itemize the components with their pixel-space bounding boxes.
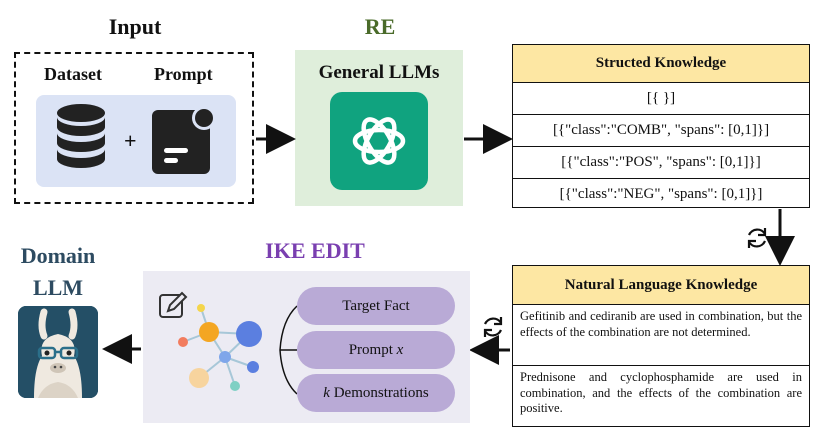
dataset-label: Dataset — [44, 64, 102, 84]
structured-row: [{"class":"COMB", "spans": [0,1]}] — [513, 114, 809, 146]
refresh-icon — [483, 317, 503, 337]
knowledge-paragraph: Gefitinib and cediranib are used in comb… — [520, 309, 802, 339]
natural-language-knowledge-table: Natural Language Knowledge Gefitinib and… — [512, 265, 810, 427]
database-icon — [57, 104, 105, 168]
prompt-label: Prompt — [154, 64, 213, 84]
edit-icon — [159, 291, 188, 318]
input-title: Input — [108, 14, 162, 39]
refresh-icon — [747, 228, 767, 248]
prompt-x-var: x — [396, 341, 404, 358]
structured-row: [{ }] — [646, 90, 676, 106]
structured-knowledge-table: Structed Knowledge [{ }] [{"class":"COMB… — [512, 44, 810, 208]
prompt-x-label: Prompt — [348, 341, 393, 358]
structured-knowledge-title: Structed Knowledge — [513, 45, 809, 83]
llm-line: LLM — [32, 275, 84, 300]
knowledge-graph-icon — [178, 304, 262, 391]
k-var: k — [323, 384, 330, 401]
prompt-x-pill: Prompt x — [297, 331, 455, 369]
re-title: RE — [364, 14, 396, 39]
k-demonstrations-pill: k Demonstrations — [297, 374, 455, 412]
domain-line: Domain — [20, 243, 96, 268]
plus-sign: + — [124, 128, 137, 153]
knowledge-paragraph: Prednisone and cyclophosphamide are used… — [513, 365, 809, 426]
demonstrations-label: Demonstrations — [333, 384, 429, 401]
structured-row: [{"class":"POS", "spans": [0,1]}] — [513, 146, 809, 178]
input-box — [14, 52, 254, 204]
domain-llm-title: Domain LLM — [8, 240, 108, 304]
llama-avatar-icon — [18, 306, 98, 398]
bracket-connector — [279, 305, 298, 395]
general-llms-label: General LLMs — [318, 62, 440, 83]
openai-logo-icon — [330, 92, 428, 190]
ike-edit-title: IKE EDIT — [265, 238, 365, 263]
prompt-doc-icon — [152, 106, 216, 174]
natural-language-knowledge-title: Natural Language Knowledge — [513, 266, 809, 305]
structured-row: [{"class":"NEG", "spans": [0,1]}] — [513, 178, 809, 209]
target-fact-pill: Target Fact — [297, 287, 455, 325]
